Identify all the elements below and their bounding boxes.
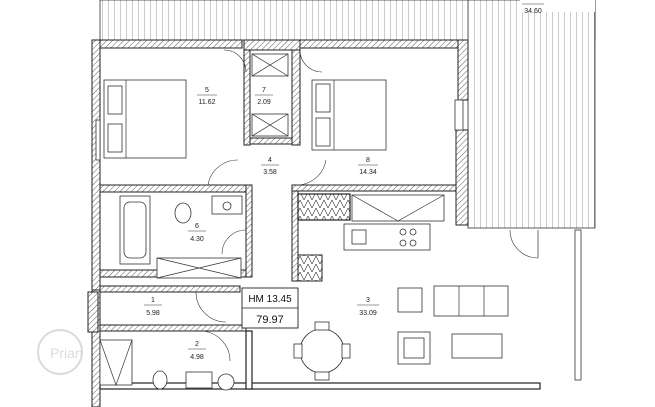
windows [95, 99, 582, 381]
room-label-5: 5 11.62 [197, 87, 217, 106]
svg-text:2.09: 2.09 [257, 99, 271, 106]
unit-name: HM 13.45 [248, 294, 292, 305]
room-label-1: 1 5.98 [144, 297, 162, 317]
svg-text:5: 5 [205, 87, 209, 94]
unit-total-area: 79.97 [256, 314, 284, 326]
svg-text:34.60: 34.60 [524, 8, 542, 15]
shaft-small [297, 254, 323, 282]
svg-text:4.98: 4.98 [190, 354, 204, 361]
svg-text:1: 1 [151, 297, 155, 304]
shaft [297, 193, 351, 221]
svg-text:3: 3 [366, 297, 370, 304]
terrace [99, 0, 596, 229]
doors [195, 49, 539, 362]
room-label-2: 2 4.98 [188, 341, 206, 361]
bed-left [103, 79, 187, 159]
svg-text:2: 2 [195, 341, 199, 348]
room-label-3: 3 33.09 [357, 297, 379, 317]
svg-text:4.30: 4.30 [190, 236, 204, 243]
room-label-terrace: 34.60 [522, 3, 544, 15]
bathroom-6-fixtures [119, 195, 243, 279]
svg-text:33.09: 33.09 [359, 310, 377, 317]
bed-right [311, 79, 387, 151]
exterior-walls [91, 39, 541, 407]
unit-box: HM 13.45 79.97 [241, 287, 299, 329]
wardrobe-7 [251, 53, 289, 137]
room-label-4: 4 3.58 [261, 157, 279, 176]
kitchen [343, 223, 431, 251]
watermark: Prian [37, 329, 83, 375]
svg-text:14.34: 14.34 [359, 169, 377, 176]
room-label-6: 6 4.30 [188, 223, 206, 243]
svg-text:3.58: 3.58 [263, 169, 277, 176]
room-label-8: 8 14.34 [358, 157, 378, 176]
hall-niche [87, 291, 99, 333]
living-furniture [293, 285, 509, 381]
svg-text:8: 8 [366, 157, 370, 164]
bathroom-2-fixtures [99, 339, 235, 391]
svg-text:11.62: 11.62 [199, 99, 216, 106]
svg-text:5.98: 5.98 [146, 310, 160, 317]
svg-text:6: 6 [195, 223, 199, 230]
svg-text:7: 7 [262, 87, 266, 94]
svg-text:4: 4 [268, 157, 272, 164]
closet-8 [351, 194, 445, 222]
watermark-text: Prian [50, 345, 83, 361]
room-label-7: 7 2.09 [255, 87, 273, 106]
